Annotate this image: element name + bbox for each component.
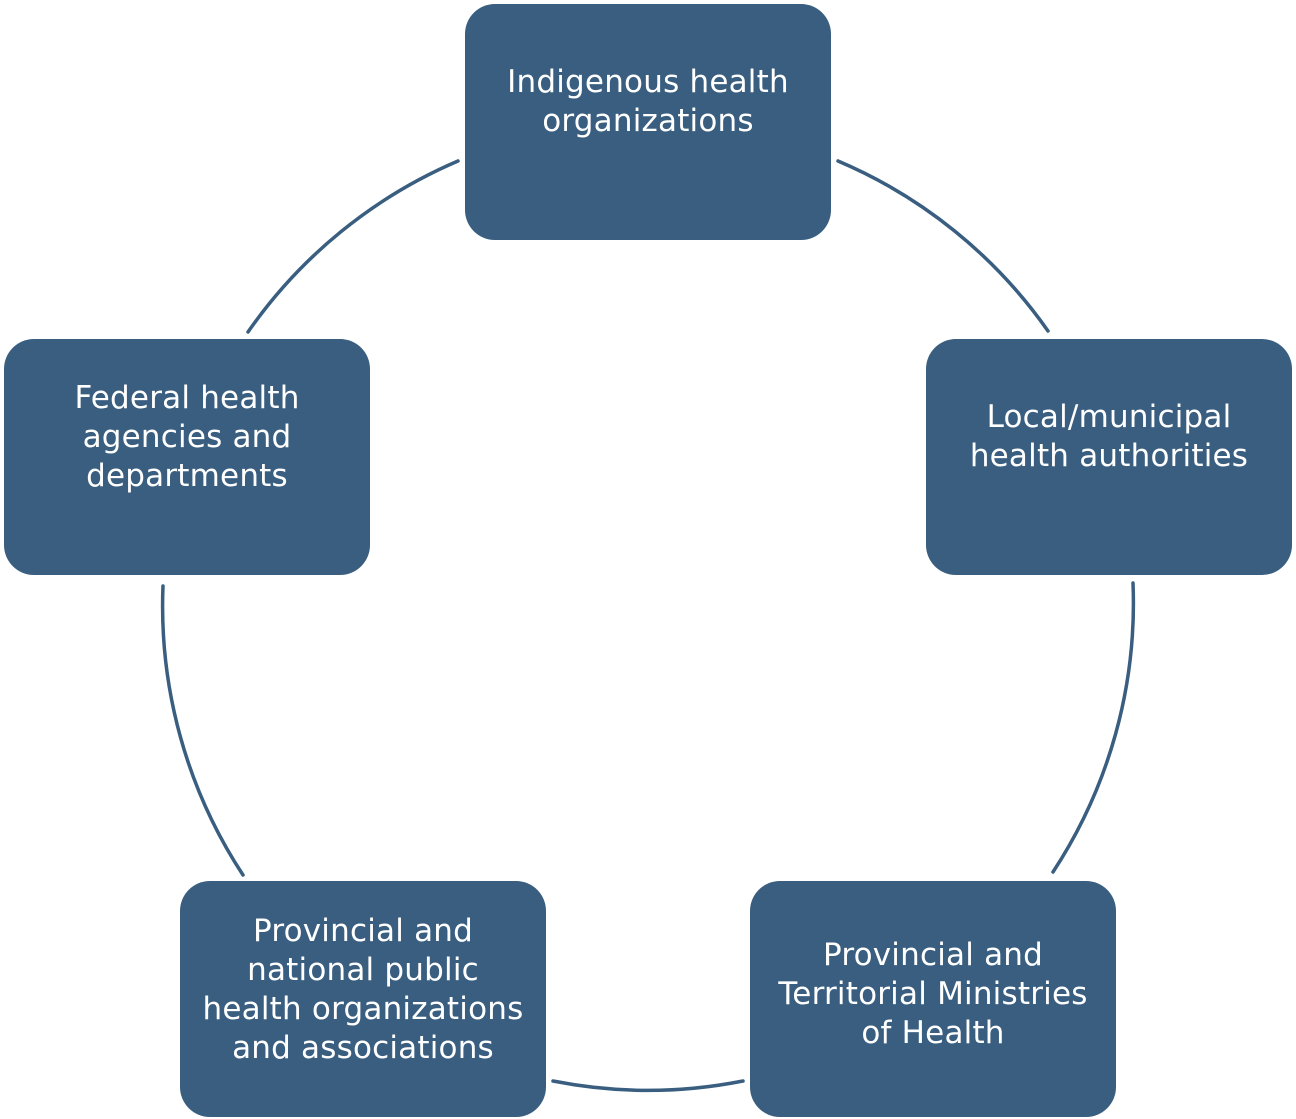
connector-left-top bbox=[246, 159, 460, 334]
node-local-municipal-health-authorities: Local/municipal health authorities bbox=[926, 339, 1292, 575]
node-label: Provincial and Territorial Ministries of… bbox=[778, 936, 1088, 1051]
node-federal-health-agencies: Federal health agencies and departments bbox=[4, 339, 370, 575]
node-label: Provincial and national public health or… bbox=[202, 913, 524, 1066]
connector-bottom bbox=[551, 1079, 745, 1092]
node-label: Indigenous health organizations bbox=[507, 64, 789, 139]
connector-bottomleft-left bbox=[160, 584, 245, 877]
node-indigenous-health-organizations: Indigenous health organizations bbox=[465, 4, 831, 240]
node-label: Federal health agencies and departments bbox=[74, 379, 300, 494]
node-provincial-national-public-health: Provincial and national public health or… bbox=[180, 881, 546, 1117]
node-provincial-territorial-ministries: Provincial and Territorial Ministries of… bbox=[750, 881, 1116, 1117]
node-label: Local/municipal health authorities bbox=[969, 399, 1249, 474]
connector-top-right bbox=[836, 159, 1050, 333]
connector-right-bottomright bbox=[1051, 581, 1136, 874]
